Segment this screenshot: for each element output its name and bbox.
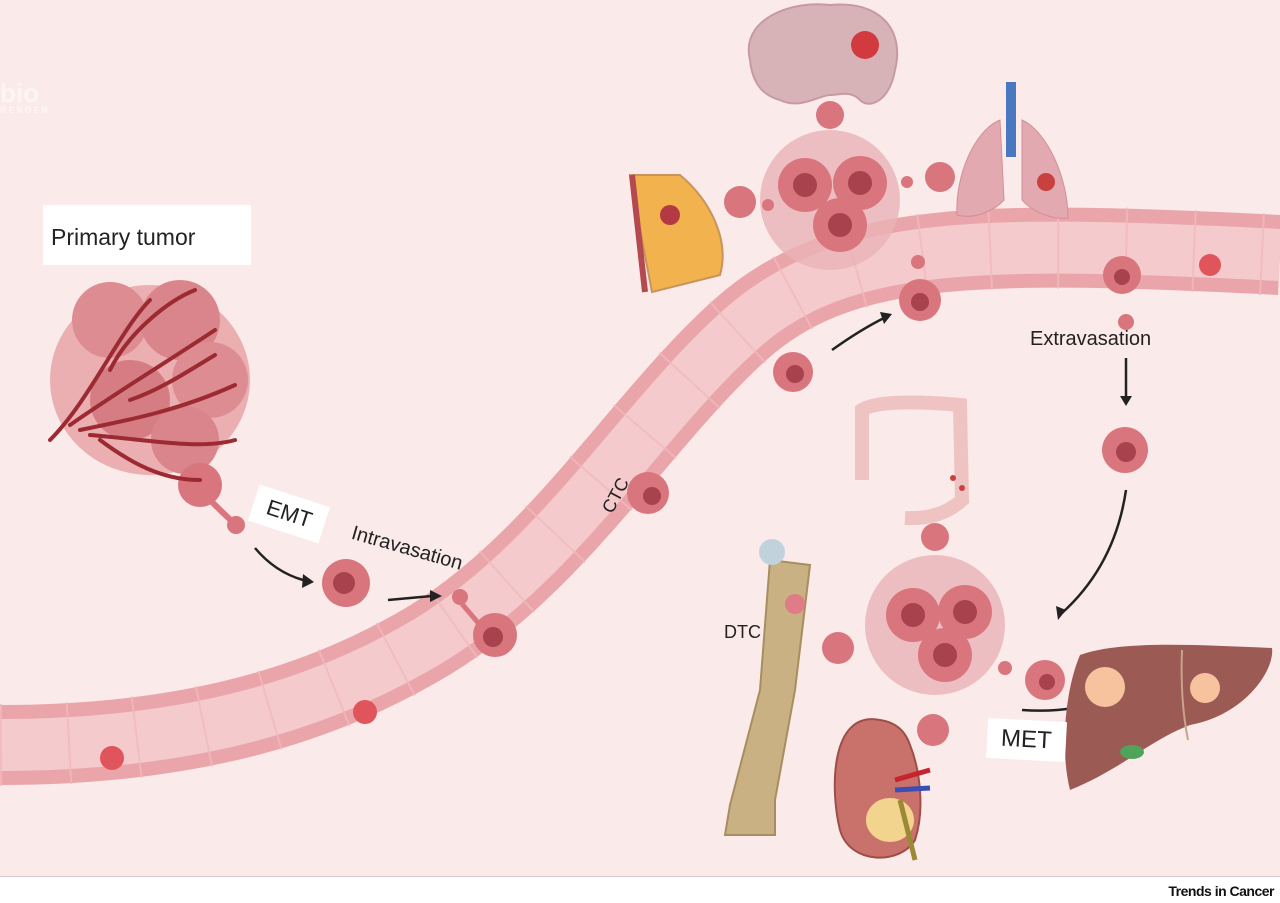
watermark-subtext: RENDER [0,105,51,115]
liver-icon [1064,644,1273,790]
blood-vessel [0,206,1280,786]
label-extravasation: Extravasation [1030,328,1152,350]
metastatic-cluster-bottom [822,523,1065,746]
brain-icon [747,3,899,105]
arrow-intravasation [387,594,433,602]
rbc [1199,254,1221,276]
rbc [100,746,124,770]
label-met: MET [986,717,1067,763]
metastatic-cluster-top [724,101,955,270]
breast-icon [628,174,724,294]
label-primary-tumor: Primary tumor [43,205,251,265]
arrow-emt [254,547,304,582]
red-blood-cells [100,254,1221,770]
colon-icon [855,395,970,526]
arrow-circulation [831,316,885,352]
watermark-text: bio [0,78,39,108]
figure-footer: Trends in Cancer [0,876,1280,903]
arrow-to-liver [1061,489,1128,614]
bone-icon [723,539,812,836]
lung-icon [956,82,1069,219]
kidney-icon [833,718,931,861]
emt-cell [322,559,370,607]
label-dtc: DTC [724,622,761,642]
arrow-met [1021,706,1074,712]
ctc-cells [627,255,1148,514]
process-arrows [254,316,1128,712]
journal-name: Trends in Cancer [1168,883,1274,899]
tumor-vasculature [48,288,237,482]
diagram-canvas [0,3,1280,861]
primary-tumor [48,280,250,534]
rbc [353,700,377,724]
intravasating-cell [452,589,517,657]
